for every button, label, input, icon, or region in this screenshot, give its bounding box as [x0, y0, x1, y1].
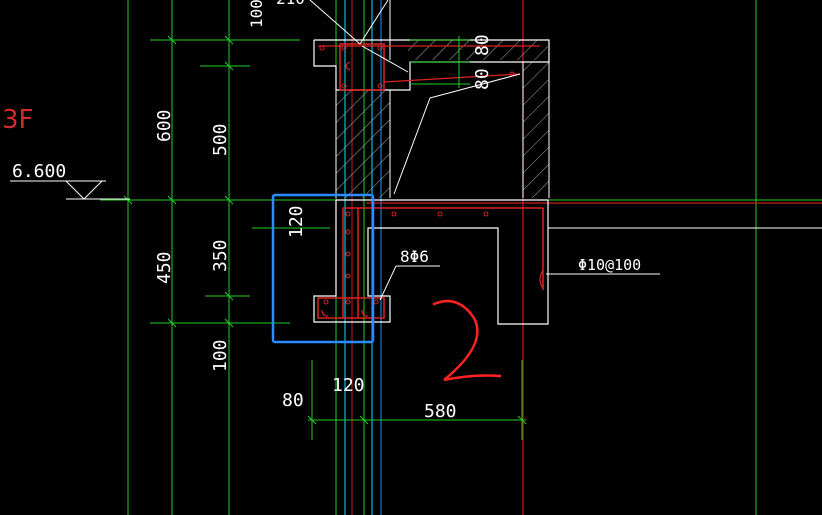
floor-label: 3F: [2, 105, 34, 135]
elevation-label: 6.600: [12, 161, 66, 182]
dim-top-cut2: 210: [276, 0, 305, 8]
dim-100: 100: [210, 339, 231, 372]
dim-350: 350: [210, 239, 231, 272]
dim-top-cut: 100: [247, 0, 266, 28]
dim-80-b: 80: [472, 68, 493, 90]
dim-600: 600: [154, 109, 175, 142]
wall-hatch: [335, 40, 550, 198]
dim-450: 450: [154, 251, 175, 284]
dim-120-bottom: 120: [332, 375, 365, 396]
dim-80-a: 80: [472, 34, 493, 56]
distribution-bar-label: Φ10@100: [578, 256, 641, 274]
selection-box[interactable]: [271, 193, 375, 344]
dim-500: 500: [210, 123, 231, 156]
dim-120-vertical: 120: [286, 205, 307, 238]
handwritten-mark: [432, 299, 502, 382]
dim-580: 580: [424, 401, 457, 422]
elevation-marker: [10, 180, 130, 200]
stirrup-label: 8Φ6: [400, 247, 429, 266]
upper-beam: [309, 0, 550, 91]
dimension-lines: [123, 35, 527, 440]
lower-beam: [313, 73, 660, 325]
dim-80-bottom: 80: [282, 390, 304, 411]
